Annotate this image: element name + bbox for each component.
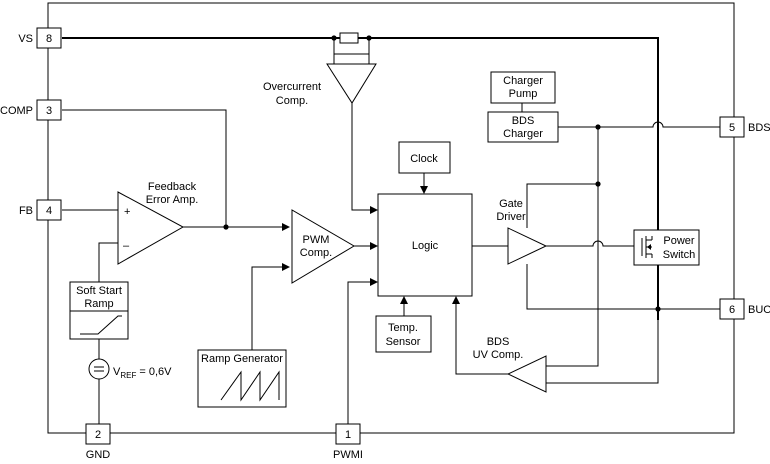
- shunt-resistor: [339, 32, 359, 44]
- pin-vs-label: VS: [18, 33, 33, 45]
- uv-input-buo: [546, 310, 659, 384]
- arrow-pwm-plus: [282, 223, 290, 231]
- bds-uv-label-2: UV Comp.: [473, 349, 524, 361]
- arrow-temp: [400, 296, 408, 304]
- pin-bds-number: 5: [729, 122, 735, 134]
- pin-fb: 4 FB: [19, 199, 62, 221]
- pin-gnd-number: 2: [95, 429, 101, 441]
- soft-start-label-2: Ramp: [84, 298, 113, 310]
- pin-gnd: 2 GND: [85, 423, 111, 461]
- pin-buo-number: 6: [729, 304, 735, 316]
- ramp-to-pwm: [251, 266, 282, 350]
- soft-start-label-1: Soft Start: [76, 285, 122, 297]
- feedback-label-2: Error Amp.: [146, 194, 199, 206]
- pin-buo: 6 BUO: [719, 298, 770, 320]
- pin-pwmi-number: 1: [345, 429, 351, 441]
- soft-start-ramp-icon: [80, 315, 122, 335]
- junction-driver-top: [595, 181, 601, 187]
- feedback-label-1: Feedback: [148, 181, 197, 193]
- clock-label: Clock: [410, 153, 438, 165]
- gate-driver: [507, 227, 548, 265]
- vref-subscript: REF: [120, 371, 136, 380]
- vs-bus-right: [368, 37, 659, 320]
- soft-start-graph: [69, 310, 129, 340]
- arrow-logic-pwmi: [370, 278, 378, 286]
- vref-equals-mark: [94, 366, 104, 372]
- minus-to-softstart: [98, 242, 118, 282]
- bds-charger-label-2: Charger: [503, 128, 543, 140]
- arrow-pwm-minus: [282, 263, 290, 271]
- vref-prefix: V: [113, 366, 121, 378]
- shunt-sense: [333, 38, 370, 55]
- temp-sensor-label-2: Sensor: [386, 336, 421, 348]
- pin-bds-label: BDS: [748, 122, 770, 134]
- arrow-logic-pwm: [370, 242, 378, 250]
- ramp-generator-label: Ramp Generator: [201, 353, 283, 365]
- clock-block: [398, 141, 451, 174]
- mosfet-icon: [641, 236, 653, 258]
- overcurrent-label-2: Comp.: [276, 95, 308, 107]
- pin-vs-number: 8: [46, 33, 52, 45]
- vref-source-icon: [88, 358, 110, 380]
- temp-sensor-block: [375, 315, 432, 353]
- error-amplifier: [117, 191, 185, 265]
- pin-pwmi-label: PWMI: [333, 449, 363, 461]
- junction-shunt-right: [366, 35, 372, 41]
- logic-label: Logic: [412, 240, 439, 252]
- bds-uv-label-1: BDS: [487, 336, 510, 348]
- junction-shunt-left: [331, 35, 337, 41]
- arrow-clock: [420, 186, 428, 194]
- logic-block: [377, 193, 473, 297]
- sawtooth-icon: [220, 370, 280, 402]
- bds-charger-block: [487, 111, 559, 143]
- vref-label: VREF = 0,6V: [113, 366, 172, 380]
- bds-node-line: [546, 127, 599, 367]
- overcurrent-inputs: [333, 54, 370, 64]
- bds-wire: [558, 121, 720, 128]
- power-switch-label-2: Switch: [663, 249, 695, 261]
- error-amp-plus: +: [124, 206, 130, 218]
- pin-fb-label: FB: [19, 205, 33, 217]
- junction-buo: [655, 306, 661, 312]
- bds-uv-comparator: [506, 355, 547, 393]
- junction-comp: [223, 224, 229, 230]
- error-amp-minus: –: [123, 240, 130, 252]
- overcurrent-label-1: Overcurrent: [263, 81, 321, 93]
- power-switch-block: [633, 229, 700, 266]
- charger-pump-label-1: Charger: [503, 75, 543, 87]
- pin-fb-number: 4: [46, 205, 52, 217]
- uv-to-logic: [455, 304, 508, 375]
- arrow-logic-oc: [370, 206, 378, 214]
- pwm-label-2: Comp.: [300, 247, 332, 259]
- power-switch-label-1: Power: [663, 235, 695, 247]
- arrow-uv: [452, 296, 460, 304]
- bds-charger-label-1: BDS: [512, 115, 535, 127]
- ramp-generator-block: [197, 349, 287, 408]
- pwmi-to-logic: [347, 281, 370, 424]
- overcurrent-comparator: [326, 63, 377, 104]
- comp-wire: [62, 109, 227, 227]
- pin-comp: 3 COMP: [0, 99, 62, 121]
- pin-vs: 8 VS: [18, 27, 62, 49]
- charger-pump-block: [490, 71, 556, 104]
- driver-top-rail: [526, 183, 598, 228]
- pin-pwmi: 1 PWMI: [333, 423, 363, 461]
- pin-gnd-label: GND: [86, 449, 111, 461]
- pwm-label-1: PWM: [303, 234, 330, 246]
- gate-driver-label-1: Gate: [499, 198, 523, 210]
- junction-bds: [595, 124, 601, 130]
- vref-value: = 0,6V: [136, 366, 172, 378]
- pin-buo-label: BUO: [748, 304, 770, 316]
- pin-comp-number: 3: [46, 105, 52, 117]
- temp-sensor-label-1: Temp.: [388, 322, 418, 334]
- pin-comp-label: COMP: [0, 105, 33, 117]
- overcurrent-to-logic: [351, 103, 370, 211]
- gate-driver-label-2: Driver: [496, 211, 526, 223]
- pwm-comparator: [291, 209, 355, 284]
- pin-bds: 5 BDS: [719, 116, 770, 138]
- charger-pump-label-2: Pump: [509, 88, 538, 100]
